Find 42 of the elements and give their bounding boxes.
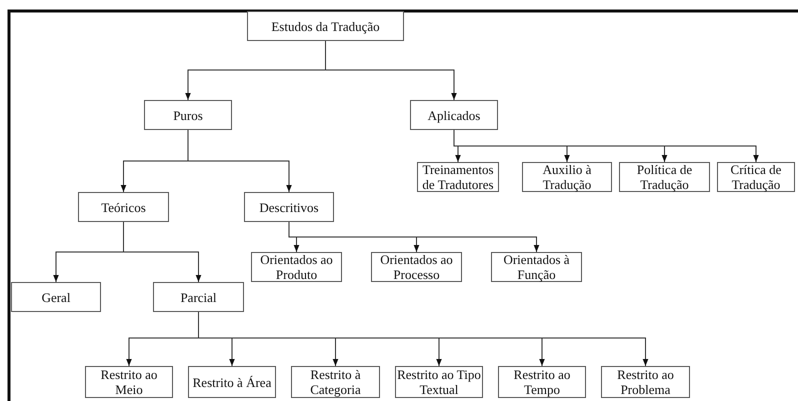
category-label: Auxilio à Tradução	[542, 162, 592, 192]
category-box	[717, 162, 795, 192]
category-label: Restrito ao Tempo	[512, 367, 572, 397]
category-box	[601, 366, 690, 398]
arrow	[188, 130, 292, 192]
category-label: Restrito à Categoria	[309, 367, 362, 397]
category-box	[410, 100, 498, 130]
category-label: Restrito ao Problema	[616, 367, 675, 397]
category-box	[498, 366, 586, 398]
category-box	[291, 366, 380, 398]
arrow	[325, 40, 457, 100]
category-label: Descritivos	[259, 200, 319, 214]
category-label: Orientados ao Processo	[379, 252, 454, 282]
category-label: Estudos da Tradução	[271, 18, 380, 34]
category-label: Restrito ao Meio	[100, 367, 158, 397]
category-box	[251, 252, 342, 282]
category-box	[153, 282, 244, 312]
category-label: Restrito ao Tipo Textual	[396, 367, 482, 397]
arrow	[123, 222, 202, 282]
category-box	[85, 366, 173, 398]
category-label: Orientados ao Produto	[259, 252, 334, 282]
category-label: Parcial	[180, 290, 217, 304]
category-label: Crítica de Tradução	[730, 162, 782, 192]
category-box	[247, 11, 404, 41]
category-label: Política de Tradução	[636, 162, 694, 192]
category-box	[188, 366, 276, 398]
category-label: Aplicados	[428, 108, 480, 122]
arrow	[288, 222, 540, 252]
category-box	[491, 252, 582, 282]
category-label: Restrito à Área	[192, 374, 272, 390]
category-label: Geral	[42, 290, 70, 304]
category-label: Teóricos	[101, 200, 146, 214]
category-box	[371, 252, 462, 282]
category-box	[11, 282, 101, 312]
category-box	[144, 100, 232, 130]
category-label: Orientados à Função	[502, 252, 571, 282]
category-box	[522, 162, 612, 192]
category-label: Treinamentos de Tradutores	[421, 162, 495, 192]
category-box	[78, 192, 169, 222]
category-box	[244, 192, 334, 222]
category-label: Puros	[173, 108, 203, 122]
category-box	[619, 162, 710, 192]
